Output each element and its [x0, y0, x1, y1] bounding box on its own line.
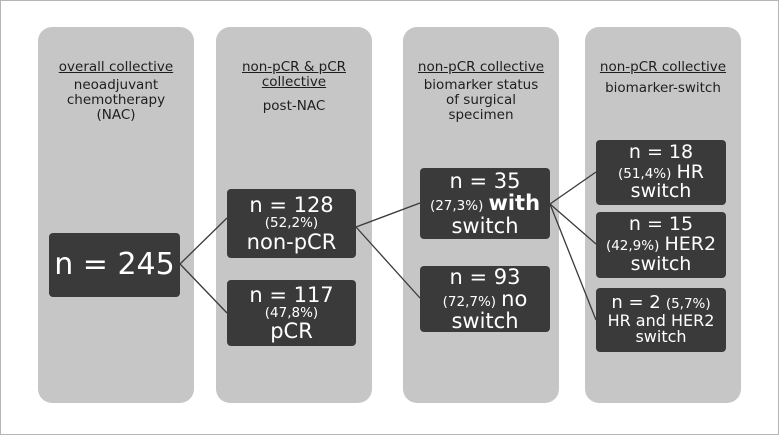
box-percent: (42,9%): [605, 238, 660, 255]
column-header: non-pCR & pCR collective post-NAC: [216, 60, 372, 114]
box-label: switch: [451, 309, 519, 334]
box-hr-switch: n = 18 (51,4%) HR switch: [596, 140, 726, 205]
box-label: switch: [635, 327, 687, 347]
box-label: switch: [451, 213, 519, 238]
box-nonpcr: n = 128 (52,2%) non-pCR: [227, 189, 356, 258]
column-desc-line: post-NAC: [262, 98, 326, 114]
column-desc-line: (NAC): [96, 107, 136, 123]
box-qualifier: HR and HER2: [607, 310, 715, 330]
box-qualifier: no: [501, 286, 528, 311]
box-label: switch: [630, 180, 692, 203]
box-hr-and-her2-switch: n = 2 (5,7%) HR and HER2 switch: [596, 288, 726, 352]
column-title: non-pCR collective: [417, 59, 545, 75]
box-count: n = 117: [249, 282, 334, 307]
connector-nonpcr-to-no-switch: [355, 226, 421, 299]
column-desc-line: neoadjuvant: [73, 77, 159, 93]
connector-with-to-hr-her2: [549, 203, 597, 321]
box-percent: (72,7%): [442, 293, 497, 310]
connector-nonpcr-to-with-switch: [355, 202, 421, 228]
box-with-switch: n = 35 (27,3%) with switch: [420, 168, 550, 239]
column-header: non-pCR collective biomarker-switch: [585, 60, 741, 96]
box-qualifier: HER2: [664, 233, 717, 256]
box-percent: (5,7%): [665, 295, 711, 312]
box-no-switch: n = 93 (72,7%) no switch: [420, 266, 550, 332]
box-percent: (47,8%): [264, 304, 319, 321]
box-count: n = 93: [449, 264, 521, 289]
column-title: non-pCR collective: [599, 59, 727, 75]
box-percent: (51,4%): [617, 165, 672, 182]
box-label: non-pCR: [246, 229, 337, 254]
connector-overall-to-pcr: [179, 263, 228, 314]
column-overall-collective: overall collective neoadjuvant chemother…: [38, 27, 194, 403]
column-header: non-pCR collective biomarker status of s…: [403, 60, 559, 123]
connector-with-to-her2: [549, 203, 597, 245]
box-count: n = 128: [249, 193, 334, 218]
box-label: pCR: [270, 319, 313, 344]
box-qualifier: with: [488, 191, 541, 216]
box-count: n = 18: [628, 140, 694, 163]
box-count: n = 15: [628, 213, 694, 236]
connector-with-to-hr: [549, 171, 597, 205]
column-title-line: collective: [261, 74, 327, 90]
box-label: switch: [630, 252, 692, 275]
box-percent: (27,3%): [429, 198, 484, 215]
box-count: n = 2: [611, 291, 661, 313]
column-header: overall collective neoadjuvant chemother…: [38, 60, 194, 123]
box-qualifier: HR: [676, 160, 705, 183]
column-desc-line: biomarker status: [423, 77, 539, 93]
column-desc-line: of surgical: [446, 92, 516, 108]
box-her2-switch: n = 15 (42,9%) HER2 switch: [596, 212, 726, 278]
column-desc-line: chemotherapy: [66, 92, 166, 108]
box-pcr: n = 117 (47,8%) pCR: [227, 280, 356, 346]
box-count: n = 35: [449, 169, 521, 194]
column-desc-line: specimen: [448, 107, 514, 123]
column-desc-line: biomarker-switch: [605, 80, 721, 96]
box-overall-collective: n = 245: [49, 233, 180, 297]
connector-overall-to-nonpcr: [179, 217, 228, 265]
box-percent: (52,2%): [264, 215, 319, 232]
column-title-line: non-pCR & pCR: [241, 59, 347, 75]
column-title: overall collective: [58, 59, 174, 75]
box-count: n = 245: [54, 247, 175, 283]
